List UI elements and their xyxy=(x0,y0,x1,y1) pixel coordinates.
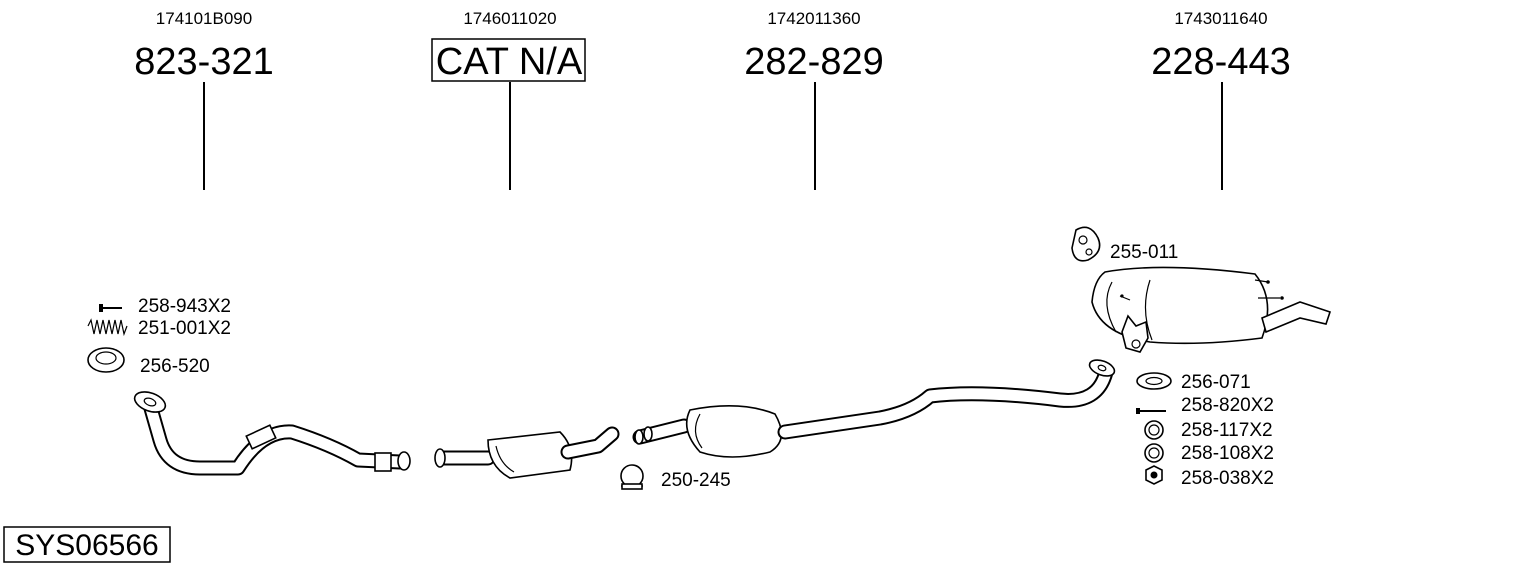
spring-item: 251-001X2 xyxy=(87,318,231,339)
oem-number: 1746011020 xyxy=(463,9,556,28)
ring-1-item: 258-117X2 xyxy=(1144,420,1273,441)
part-label: 258-820X2 xyxy=(1181,395,1274,416)
rear-bolt-item: 258-820X2 xyxy=(1136,395,1274,416)
front-pipe-drawing xyxy=(133,391,411,476)
part-label: 258-117X2 xyxy=(1181,420,1273,441)
system-id-badge: SYS06566 xyxy=(3,526,171,563)
system-id-box xyxy=(3,526,171,563)
part-number: 823-321 xyxy=(134,41,273,83)
hanger-icon xyxy=(1071,226,1101,262)
oem-number: 1743011640 xyxy=(1174,9,1267,28)
column-front-pipe: 174101B090 823-321 xyxy=(134,9,274,190)
spring-icon xyxy=(87,318,128,337)
ring-icon xyxy=(1144,443,1164,463)
part-label: 258-108X2 xyxy=(1181,443,1274,464)
part-box xyxy=(431,38,586,82)
part-label: 258-943X2 xyxy=(138,296,231,317)
part-label: 256-520 xyxy=(140,356,210,377)
part-label: 251-001X2 xyxy=(138,318,231,339)
part-label: 255-011 xyxy=(1110,242,1178,263)
gasket-front-item: 256-520 xyxy=(87,347,210,377)
ring-2-item: 258-108X2 xyxy=(1144,443,1274,464)
rear-muffler-drawing xyxy=(1091,266,1332,353)
nut-item: 258-038X2 xyxy=(1145,465,1274,489)
part-label: 256-071 xyxy=(1181,372,1251,393)
part-number: 282-829 xyxy=(744,41,883,83)
part-label: 258-038X2 xyxy=(1181,468,1274,489)
clamp-item: 250-245 xyxy=(620,464,731,491)
column-center-muffler: 1742011360 282-829 xyxy=(744,9,884,190)
gasket-rear-item: 256-071 xyxy=(1136,372,1251,393)
oem-number: 1742011360 xyxy=(767,9,860,28)
part-number: CAT N/A xyxy=(436,41,583,83)
part-number: 228-443 xyxy=(1151,41,1290,83)
ring-icon xyxy=(1144,420,1164,440)
catalyst-drawing xyxy=(434,426,620,479)
gasket-icon xyxy=(87,347,125,373)
gasket-icon xyxy=(1136,372,1172,390)
column-catalyst: 1746011020 CAT N/A xyxy=(431,9,586,190)
part-label: 250-245 xyxy=(661,470,731,491)
column-rear-muffler: 1743011640 228-443 xyxy=(1151,9,1291,190)
center-muffler-drawing xyxy=(632,359,1116,458)
oem-number: 174101B090 xyxy=(156,9,252,28)
bolt-icon xyxy=(99,304,103,312)
flange-shape xyxy=(133,391,167,413)
bolt-item: 258-943X2 xyxy=(99,296,231,317)
system-id: SYS06566 xyxy=(15,529,158,562)
hanger-item: 255-011 xyxy=(1071,226,1178,263)
